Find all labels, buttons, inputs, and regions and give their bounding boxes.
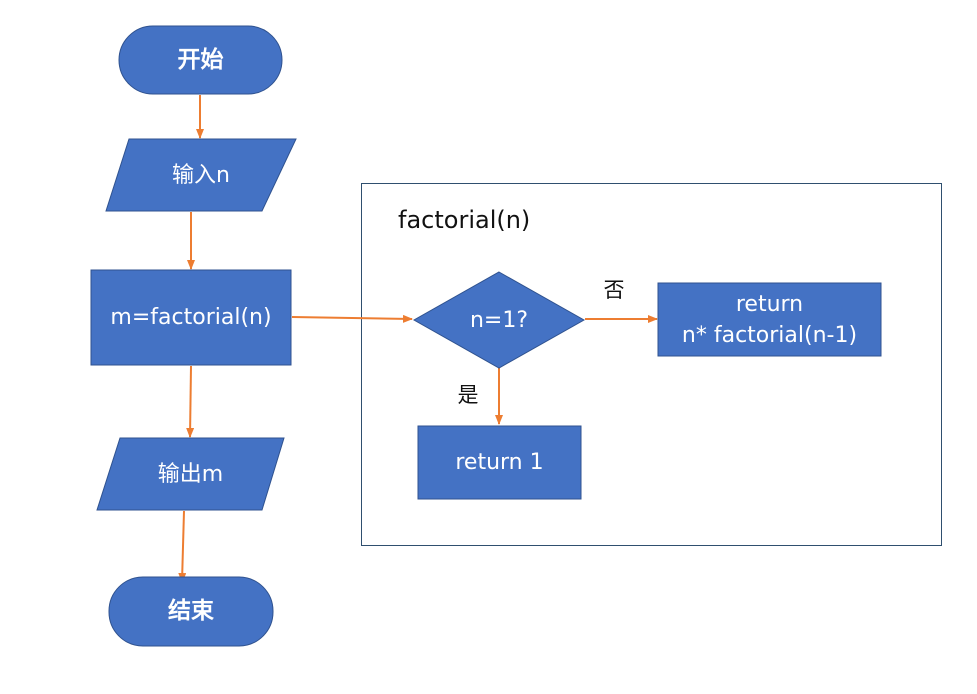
start-node <box>118 25 283 95</box>
output-node <box>96 437 285 511</box>
return-one-label: return 1 <box>455 450 544 475</box>
arrow-call-to-decision <box>291 314 413 323</box>
edge-label-no: 否 <box>603 277 625 302</box>
edge-label-yes: 是 <box>457 382 479 407</box>
input-node-label: 输入n <box>172 162 230 188</box>
decision-node <box>412 271 586 369</box>
output-node-label: 输出m <box>157 461 224 487</box>
end-node-label: 结束 <box>168 598 214 624</box>
decision-node-label: n=1? <box>469 307 529 333</box>
call-node <box>90 269 292 366</box>
input-node <box>105 138 297 212</box>
arrow-call-to-output <box>186 365 195 438</box>
arrow-output-to-end <box>178 510 187 583</box>
return-recursive-label: return n* factorial(n-1) <box>681 291 858 348</box>
function-frame-title: factorial(n) <box>398 206 531 234</box>
function-frame <box>361 183 942 546</box>
start-node-label: 开始 <box>177 46 224 73</box>
call-node-label: m=factorial(n) <box>110 305 272 330</box>
return-recursive-node <box>657 282 882 357</box>
end-node <box>108 576 274 647</box>
return-one-node <box>417 425 582 500</box>
